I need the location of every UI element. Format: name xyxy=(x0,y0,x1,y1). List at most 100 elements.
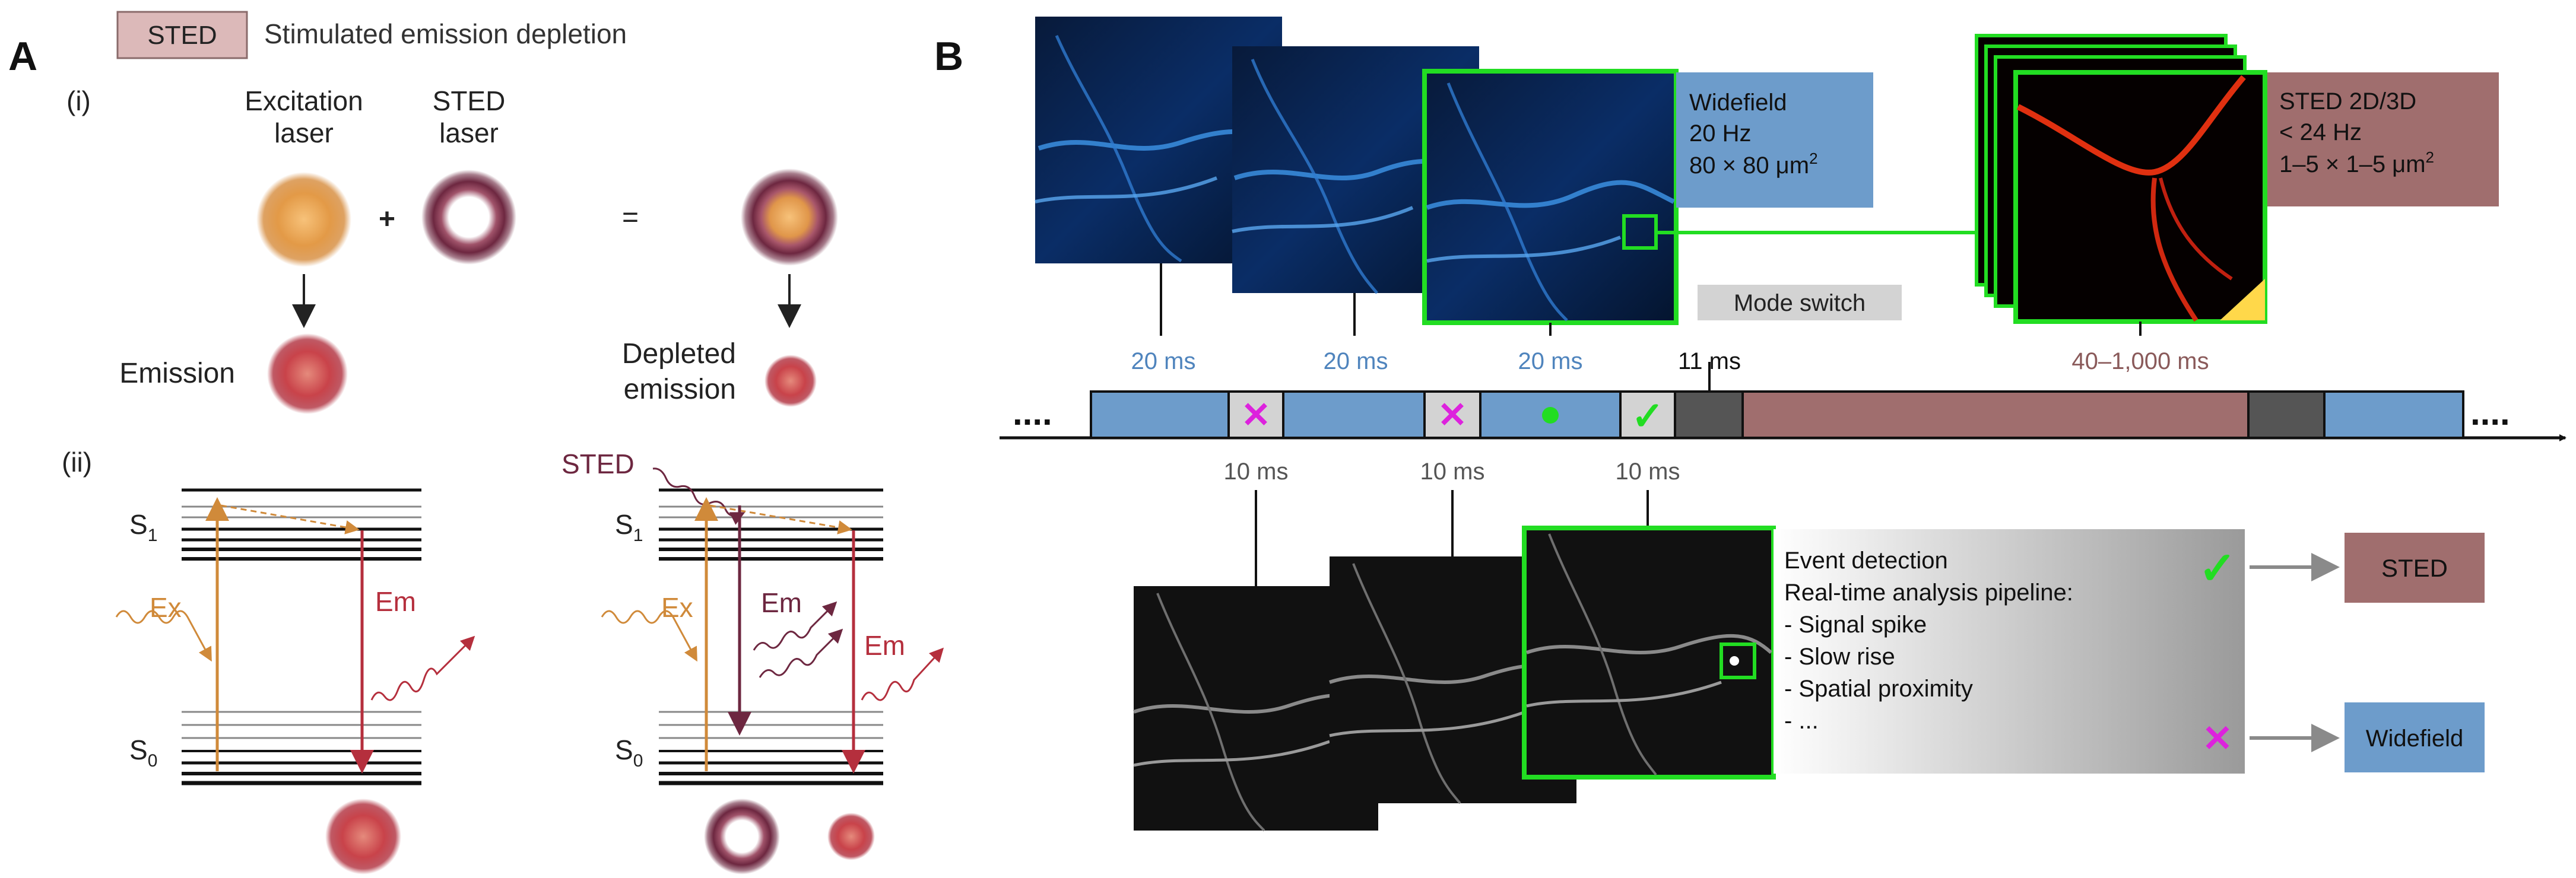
seg-mode-switch-1 xyxy=(1674,390,1744,439)
neurite-2c xyxy=(1232,206,1414,233)
neurite-1b xyxy=(1055,34,1182,263)
gray-neurite-1c xyxy=(1133,740,1330,767)
neurite-2b xyxy=(1251,59,1378,294)
panel-b-letter: B xyxy=(934,34,963,79)
neurite-1c xyxy=(1035,176,1218,203)
em-wave-left xyxy=(370,635,475,701)
analysis-bg xyxy=(1774,529,2245,774)
event-dot xyxy=(1542,407,1559,424)
sted-bright-corner xyxy=(2220,279,2265,320)
event-spot xyxy=(1730,656,1739,666)
widefield-info-bg xyxy=(1676,72,1873,208)
em-wave-right-a xyxy=(753,601,837,651)
duration-top-5: 40–1,000 ms xyxy=(2071,348,2209,374)
seg-detect-2 xyxy=(1423,390,1481,439)
sted-wave xyxy=(652,467,745,525)
sted-filament-1 xyxy=(2016,75,2246,176)
depleted-spot-small xyxy=(827,813,875,860)
event-roi-box xyxy=(1720,642,1756,679)
seg-widefield-2 xyxy=(1282,390,1426,439)
excitation-laser-line1: Excitation xyxy=(245,85,363,116)
emission-spot xyxy=(267,333,348,414)
part-i-label: (i) xyxy=(66,85,91,116)
part-ii-label: (ii) xyxy=(62,447,92,478)
depleted-emission-line1: Depleted xyxy=(622,338,736,370)
sted-info-line2: < 24 Hz xyxy=(2279,119,2362,145)
widefield-info-line1: Widefield xyxy=(1689,90,1787,116)
detect-cross-1: ✕ xyxy=(1241,395,1271,435)
detection-image-stack xyxy=(1133,526,1776,832)
sted-laser-line2: laser xyxy=(439,117,499,148)
sted-label: STED xyxy=(561,448,635,479)
sted-info-line1: STED 2D/3D xyxy=(2279,88,2416,114)
sted-info-line3: 1–5 × 1–5 μm2 xyxy=(2279,148,2434,177)
sted-legend-description: Stimulated emission depletion xyxy=(264,18,627,49)
s1-label-right: S1 xyxy=(615,509,643,545)
analysis-item-4: - ... xyxy=(1784,708,1819,734)
seg-widefield-1 xyxy=(1090,390,1230,439)
decision-cross: ✕ xyxy=(2202,718,2233,759)
widefield-info-line3: 80 × 80 μm2 xyxy=(1689,149,1818,179)
duration-bottom-3: 10 ms xyxy=(1616,459,1680,485)
decision-check: ✓ xyxy=(2199,543,2236,594)
widefield-info-line2: 20 Hz xyxy=(1689,120,1752,147)
outcome-sted-label: STED xyxy=(2381,554,2448,582)
neurite-3a xyxy=(1426,180,1675,210)
gray-neurite-2b xyxy=(1352,563,1461,804)
duration-bottom-1: 10 ms xyxy=(1224,459,1289,485)
combined-spot xyxy=(741,168,838,266)
gray-neurite-1b xyxy=(1156,593,1265,832)
jablonski-right: S1 S0 STED Ex Em Em xyxy=(561,448,944,874)
jablonski-left: S1 S0 Ex Em xyxy=(115,488,475,874)
gray-neurite-3c xyxy=(1526,680,1722,708)
s0-levels-left xyxy=(182,711,421,785)
excitation-laser-line2: laser xyxy=(274,117,334,148)
seg-mode-switch-2 xyxy=(2247,390,2326,439)
emission-spot-small-left xyxy=(325,799,401,874)
sted-filament-2 xyxy=(2150,177,2199,322)
analysis-panel: Event detection Real-time analysis pipel… xyxy=(1774,529,2245,774)
sted-info-bg xyxy=(2267,72,2499,206)
duration-bottom-2: 10 ms xyxy=(1420,459,1485,485)
outcome-widefield-box xyxy=(2345,702,2485,772)
s0-label-right: S0 xyxy=(615,734,643,771)
sted-info-box: STED 2D/3D < 24 Hz 1–5 × 1–5 μm2 xyxy=(2267,72,2499,206)
excitation-spot xyxy=(256,172,351,267)
duration-top-4: 11 ms xyxy=(1678,348,1741,374)
widefield-image-stack xyxy=(1035,17,2017,325)
widefield-frame-3 xyxy=(1422,69,1679,325)
duration-top-1: 20 ms xyxy=(1131,348,1196,374)
ex-label-left: Ex xyxy=(150,592,182,623)
depleted-emission-spot xyxy=(764,355,817,407)
relaxation-dashed-right xyxy=(709,504,852,535)
seg-widefield-4 xyxy=(2323,390,2464,439)
equals-sign: = xyxy=(622,202,639,233)
detect-cross-2: ✕ xyxy=(1438,395,1467,435)
sted-filament-3 xyxy=(2159,177,2233,281)
neurite-3b xyxy=(1446,82,1568,322)
sted-frame-front xyxy=(2013,70,2267,324)
sted-donut-spot xyxy=(421,170,516,265)
emission-label: Emission xyxy=(119,358,235,389)
sted-donut-small xyxy=(704,799,780,874)
outcome-widefield-label: Widefield xyxy=(2366,726,2464,752)
analysis-item-1: - Signal spike xyxy=(1784,612,1927,638)
bottom-connectors xyxy=(1255,490,1649,586)
plus-sign: + xyxy=(379,203,395,235)
em-label-left: Em xyxy=(375,586,416,617)
ex-label-right: Ex xyxy=(661,592,693,623)
duration-top-3: 20 ms xyxy=(1518,348,1583,374)
analysis-item-3: - Spatial proximity xyxy=(1784,676,1973,702)
relaxation-dashed-left xyxy=(220,504,360,535)
gray-neurite-3b xyxy=(1548,533,1657,776)
seg-sted xyxy=(1741,390,2250,439)
ex-wave-left xyxy=(115,610,212,662)
ex-wave-right xyxy=(601,610,697,662)
s0-label-left: S0 xyxy=(129,734,157,771)
em-label-right-purple: Em xyxy=(761,587,802,618)
mode-switch-label: Mode switch xyxy=(1734,290,1866,316)
analysis-title: Event detection xyxy=(1784,548,1948,574)
em-wave-right-b xyxy=(759,628,843,678)
depleted-emission-line2: emission xyxy=(624,374,736,405)
